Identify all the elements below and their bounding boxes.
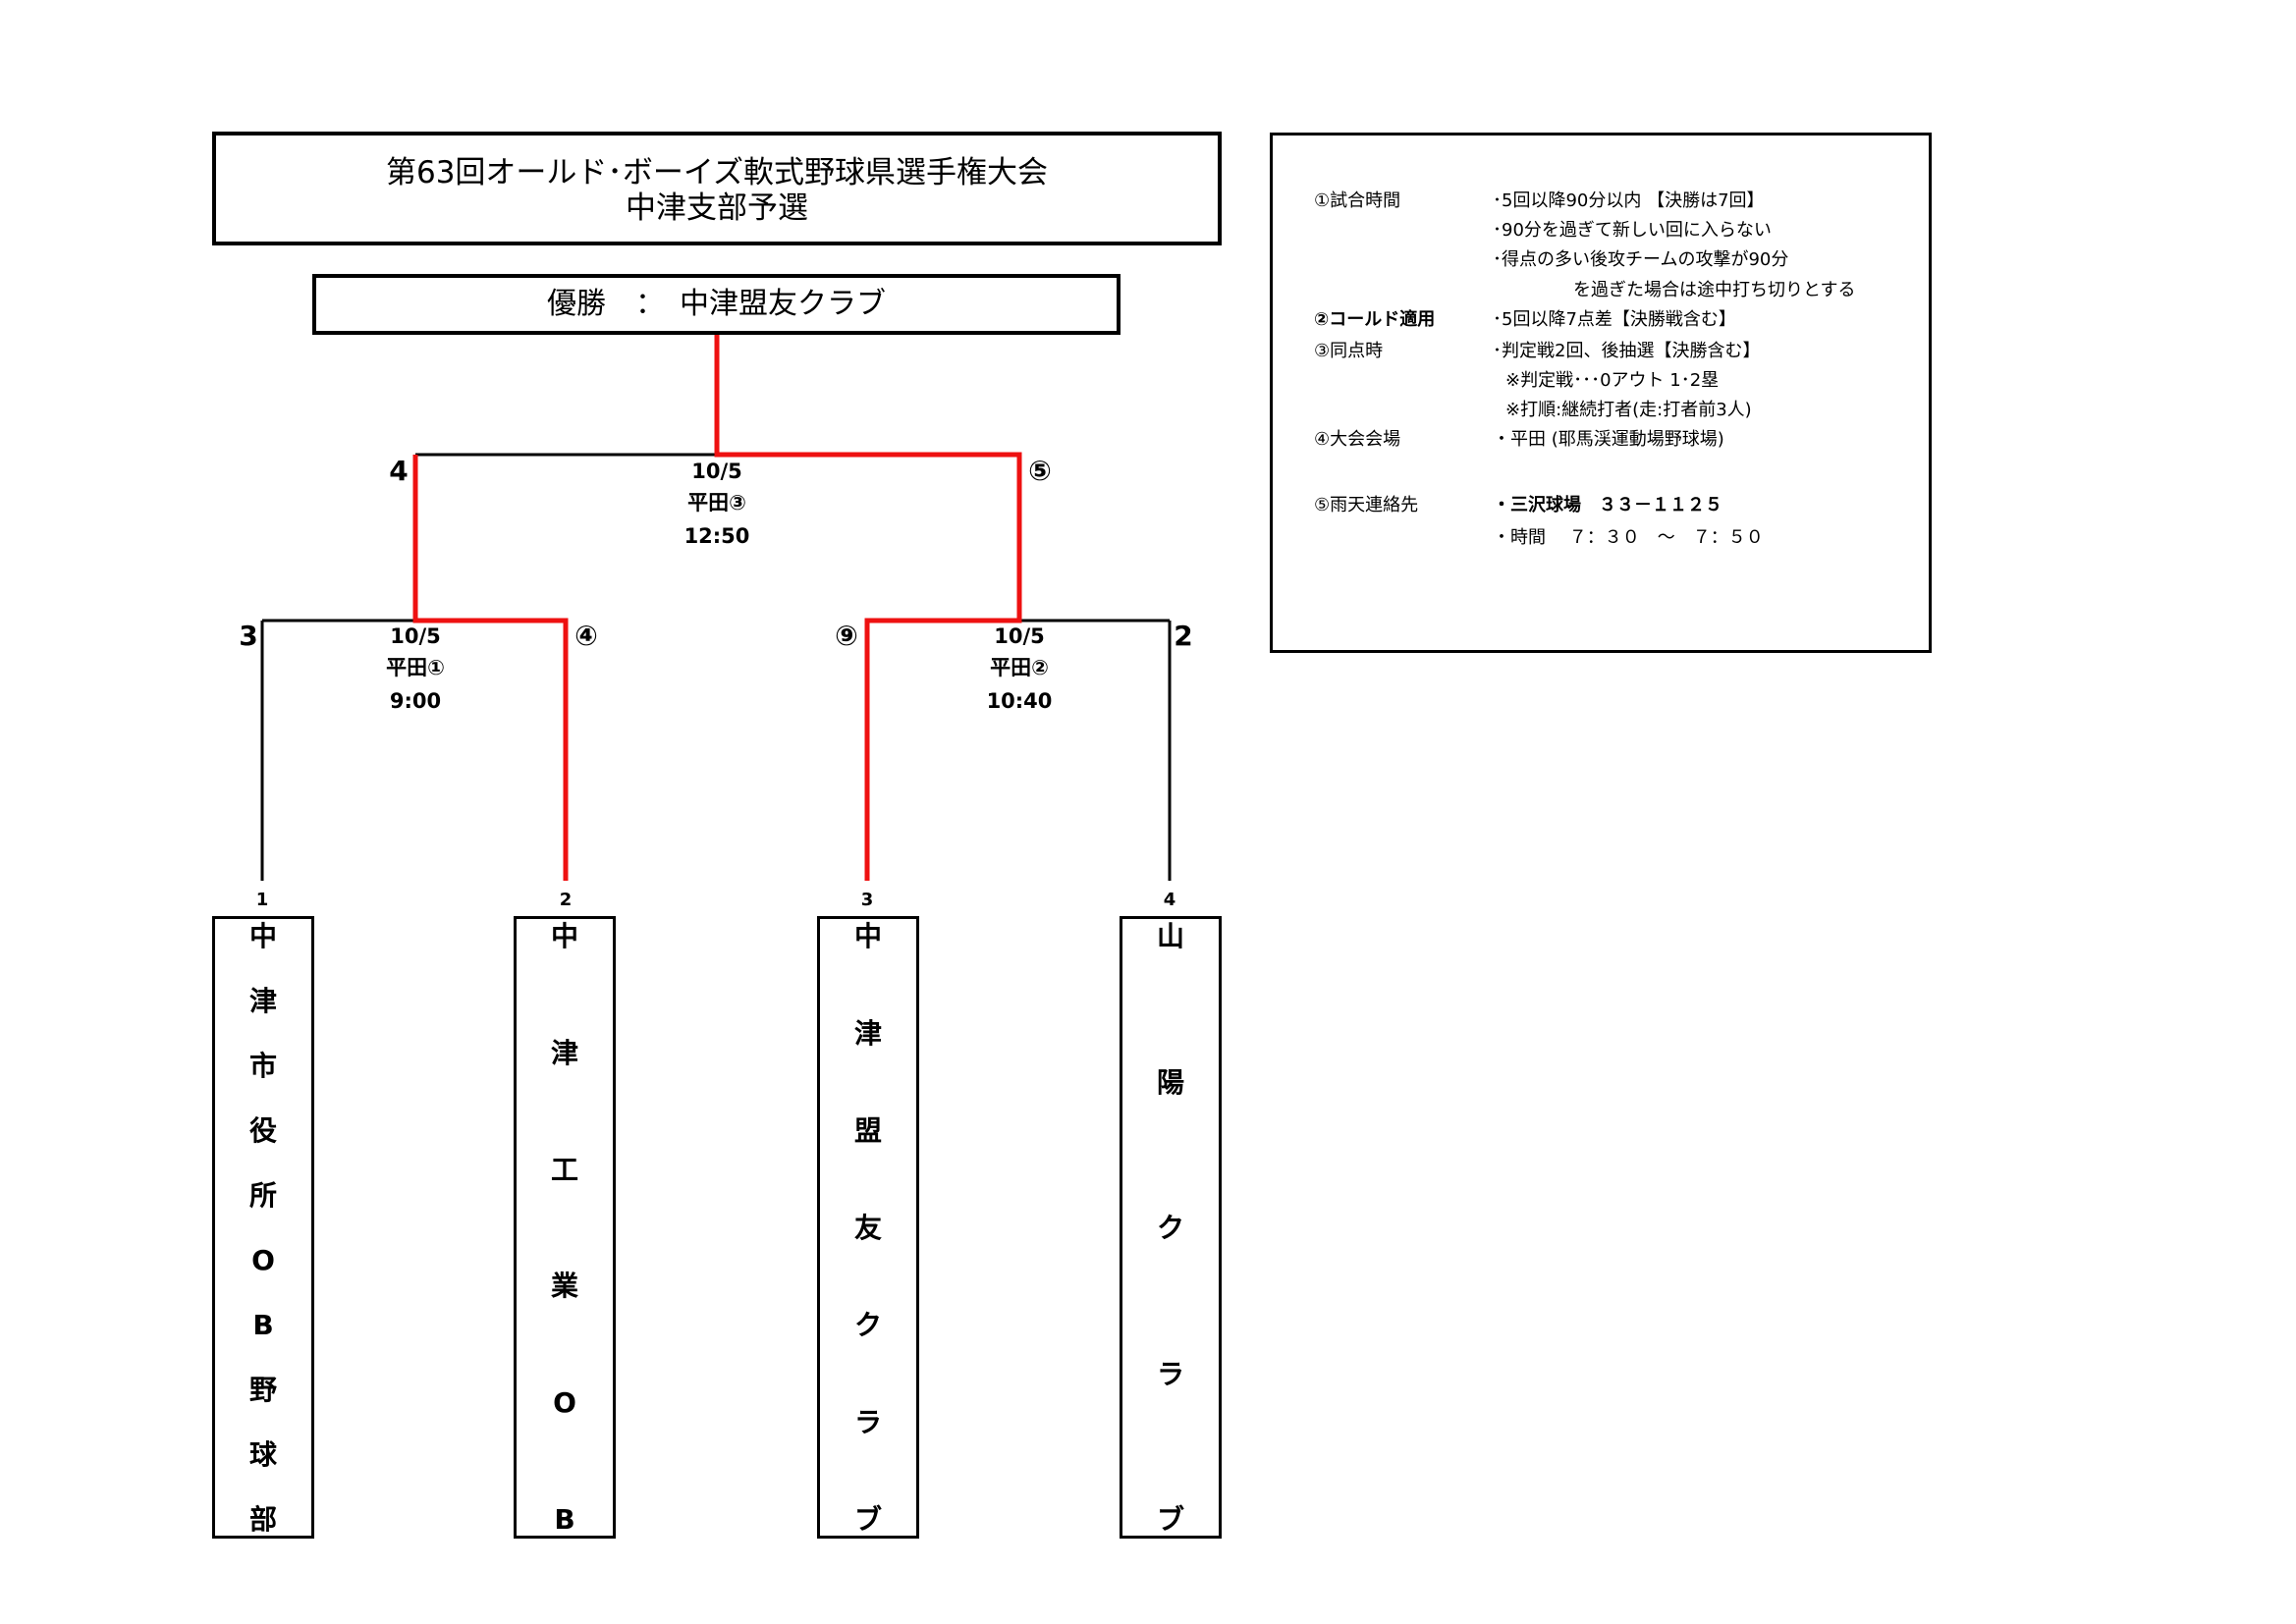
team-name-char: B [554,1502,575,1536]
final-date: 10/5 [691,460,742,483]
team-name-char: 中 [248,920,277,952]
info-label-rain: ⑤雨天連絡先 [1314,495,1419,515]
tournament-title-box: 第63回オールド･ボーイズ軟式野球県選手権大会 中津支部予選 [212,132,1222,245]
team-box: 山陽クラブ [1120,916,1222,1539]
team-name-char: 球 [248,1438,277,1471]
team-name-char: ラ [853,1406,882,1438]
team1-seed: 1 [255,890,269,910]
info-line: ・三沢球場 ３３－１１２５ [1493,495,1722,515]
semi2-left-score: ⑨ [835,620,858,652]
tournament-title: 第63回オールド･ボーイズ軟式野球県選手権大会 [385,155,1048,190]
team-name-char: 市 [248,1050,277,1082]
semi1-time: 9:00 [389,689,442,713]
team-name-char: 工 [550,1153,578,1186]
info-label-time: ①試合時間 [1314,190,1401,211]
champion-path [714,335,1022,881]
semi2-right-score: 2 [1174,620,1193,652]
info-line: ･90分を過ぎて新しい回に入らない [1493,220,1772,241]
team-name-char: 友 [853,1212,882,1244]
semi2-venue: 平田② [990,656,1049,679]
team-name-char: 野 [248,1374,277,1406]
info-line: ･判定戦2回、後抽選【決勝含む】 [1493,341,1761,361]
team-box: 中津盟友クラブ [817,916,919,1539]
rules-info-box: ①試合時間 ･5回以降90分以内 【決勝は7回】 ･90分を過ぎて新しい回に入ら… [1270,133,1932,653]
info-line: ･得点の多い後攻チームの攻撃が90分 [1493,249,1789,270]
final-venue: 平田③ [687,491,746,514]
info-line: ・平田 (耶馬渓運動場野球場) [1493,429,1724,450]
team-name-char: 役 [248,1114,277,1147]
winner-label: 優勝 ： 中津盟友クラブ [547,287,886,321]
team-name-char: 中 [550,920,578,952]
team-name-char: 津 [853,1017,882,1050]
info-label-venue: ④大会会場 [1314,429,1401,450]
team4-seed: 4 [1163,890,1176,910]
team2-seed: 2 [559,890,573,910]
semi1-left-score: 3 [239,620,258,652]
team-name-char: O [251,1244,275,1276]
team-name-char: 陽 [1156,1065,1184,1099]
semi1-venue: 平田① [386,656,445,679]
semi2-time: 10:40 [986,689,1053,713]
info-label-called: ②コールド適用 [1314,309,1436,330]
team-name-char: B [252,1309,274,1341]
team-name-char: 所 [248,1179,277,1212]
team3-seed: 3 [860,890,874,910]
team-name-char: 部 [248,1503,277,1536]
winner-box: 優勝 ： 中津盟友クラブ [312,274,1121,335]
team-name-char: ク [853,1309,882,1341]
semi2-date: 10/5 [994,624,1045,648]
team-name-char: O [553,1386,576,1420]
final-right-score: ⑤ [1028,455,1052,487]
team-name-char: 山 [1156,920,1184,952]
tournament-subtitle: 中津支部予選 [626,190,808,226]
info-line: ･5回以降90分以内 【決勝は7回】 [1493,190,1765,211]
info-line: ・時間 ７：３０ ～ ７：５０ [1493,527,1764,548]
team-name-char: 津 [550,1036,578,1069]
final-left-score: 4 [389,455,409,487]
team-name-char: 業 [550,1270,578,1303]
info-line: ･5回以降7点差【決勝戦含む】 [1493,309,1736,330]
team-name-char: 中 [853,920,882,952]
info-line: ※判定戦･･･0アウト 1･2塁 [1505,370,1720,391]
info-line: ※打順:継続打者(走:打者前3人) [1505,400,1752,420]
team-name-char: 盟 [853,1114,882,1147]
info-line: を過ぎた場合は途中打ち切りとする [1573,280,1856,300]
semi1-date: 10/5 [390,624,441,648]
semi1-right-score: ④ [574,620,598,652]
team-name-char: ブ [1156,1503,1184,1536]
team-name-char: ラ [1156,1357,1184,1390]
info-label-tie: ③同点時 [1314,341,1384,361]
team-name-char: ブ [853,1503,882,1536]
team-name-char: ク [1156,1212,1184,1244]
team-name-char: 津 [248,985,277,1017]
team-box: 中津工業 O B [514,916,616,1539]
final-time: 12:50 [683,524,750,548]
semi1-winner-path [412,455,569,881]
